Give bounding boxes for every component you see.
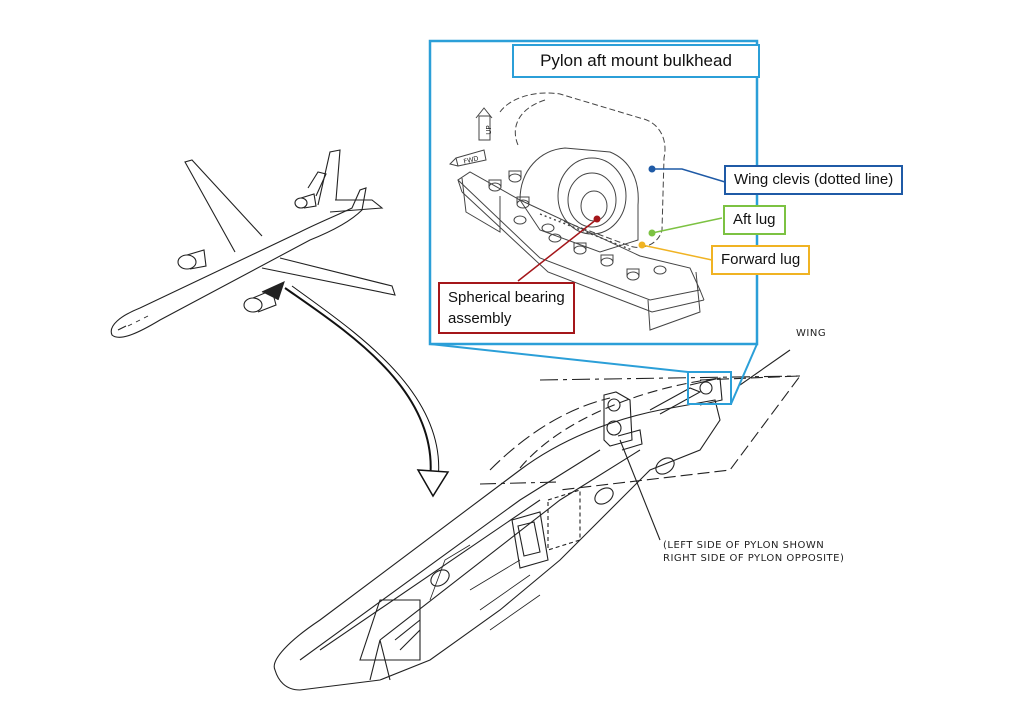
fwd-marker-label: FWD — [463, 154, 480, 165]
bulkhead-drawing — [449, 92, 705, 331]
aircraft-illustration — [110, 149, 396, 338]
wing-label: WING — [796, 328, 827, 339]
forward-lug-callout: Forward lug — [711, 245, 811, 275]
pylon-illustration — [273, 349, 802, 691]
up-marker-label: UP — [485, 125, 493, 134]
aft-lug-callout: Aft lug — [723, 205, 786, 235]
pylon-note-line-2: RIGHT SIDE OF PYLON OPPOSITE) — [663, 553, 845, 564]
pylon-note-line-1: (LEFT SIDE OF PYLON SHOWN — [663, 540, 825, 551]
spherical-bearing-callout: Spherical bearing assembly — [438, 282, 575, 334]
wing-clevis-callout: Wing clevis (dotted line) — [724, 165, 904, 195]
aft-lug-marker — [648, 229, 656, 237]
inset-title: Pylon aft mount bulkhead — [512, 44, 760, 78]
callout-leaders — [517, 165, 726, 282]
zoom-arrow — [284, 285, 450, 498]
forward-lug-marker — [638, 241, 646, 249]
wing-clevis-marker — [648, 165, 656, 173]
spherical-bearing-marker — [593, 215, 601, 223]
